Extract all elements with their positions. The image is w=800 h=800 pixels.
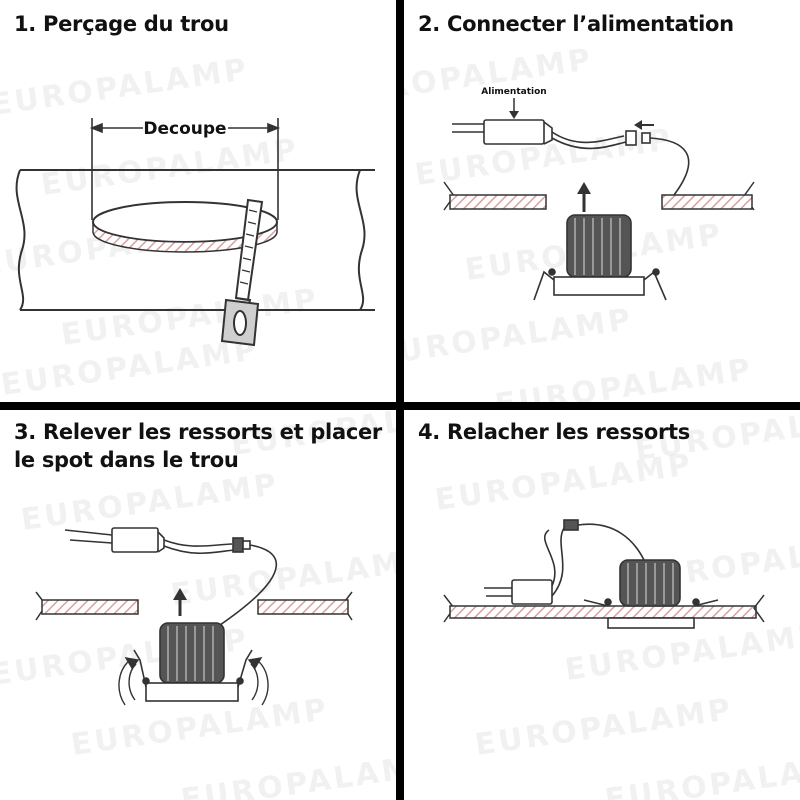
step-3-title-line-1: 3. Relever les ressorts et placer <box>14 420 382 444</box>
step-2-panel: EUROPALAMP EUROPALAMP EUROPALAMP EUROPAL… <box>404 0 800 402</box>
step-2-title: 2. Connecter l’alimentation <box>418 12 734 36</box>
driver-box <box>484 527 565 605</box>
step-3-panel: EUROPALAMP EUROPALAMP EUROPALAMP EUROPAL… <box>0 410 396 800</box>
driver-box <box>64 527 235 555</box>
connector <box>625 130 690 196</box>
step-3-title: 3. Relever les ressorts et placer le spo… <box>14 418 382 474</box>
step-4-title: 4. Relacher les ressorts <box>418 420 690 444</box>
dimension-label: Decoupe <box>143 119 226 139</box>
ceiling-cut <box>443 181 755 211</box>
divider-vertical <box>396 0 404 800</box>
ceiling-cut <box>35 591 353 621</box>
step-3-title-line-2: le spot dans le trou <box>14 448 239 472</box>
saw-icon <box>220 198 264 347</box>
driver-box <box>452 119 627 150</box>
step-1-illustration: Decoupe <box>15 118 375 347</box>
rotate-arrow-icon <box>118 657 140 706</box>
driver-label: Alimentation <box>481 87 546 97</box>
step-1-panel: EUROPALAMP EUROPALAMP EUROPALAMP EUROPAL… <box>0 0 396 402</box>
dimension-line <box>89 118 281 220</box>
spotlight <box>533 214 667 301</box>
connector <box>563 519 645 561</box>
arrow-left-icon <box>634 120 654 130</box>
cut-hole <box>92 201 278 253</box>
ceiling-board <box>15 169 375 311</box>
arrow-up-icon <box>577 182 591 212</box>
connector <box>219 537 278 626</box>
divider-horizontal <box>0 402 800 410</box>
arrow-down-icon <box>509 98 519 119</box>
step-1-title: 1. Perçage du trou <box>14 12 229 36</box>
step-3-illustration <box>35 527 353 706</box>
arrow-up-icon <box>173 588 187 616</box>
step-2-illustration: Alimentation <box>443 87 755 301</box>
spotlight <box>133 622 253 702</box>
step-4-panel: EUROPALAMP EUROPALAMP EUROPALAMP EUROPAL… <box>404 410 800 800</box>
rotate-arrow-icon <box>247 657 269 706</box>
ceiling-board <box>443 594 765 623</box>
step-4-illustration <box>443 519 765 629</box>
spotlight <box>583 559 719 629</box>
